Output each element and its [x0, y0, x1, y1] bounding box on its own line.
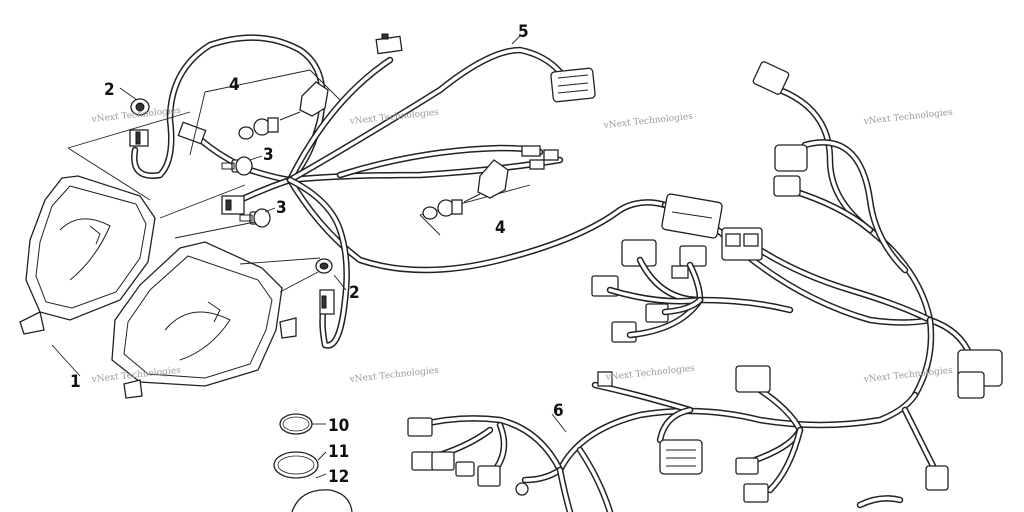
- connectors-top-right: [752, 61, 1003, 399]
- callout-5: 5: [518, 22, 529, 42]
- callout-3: 3: [263, 145, 274, 165]
- watermark: vNext Technologies: [602, 112, 693, 131]
- harness-6-connectors: [407, 365, 949, 503]
- ring-10: [279, 413, 313, 435]
- leader-lines: [51, 87, 321, 377]
- right-upper-harness: [661, 86, 974, 399]
- callout-1: 1: [70, 372, 81, 392]
- callout-4: 4: [229, 75, 240, 95]
- headlight-right: [111, 241, 297, 399]
- callout-2: 2: [349, 283, 360, 303]
- callout-4: 4: [495, 218, 506, 238]
- ring-leaders: [312, 423, 327, 479]
- callout-leaders: [249, 35, 567, 433]
- part-2-upper: [129, 98, 150, 147]
- connector-5: [550, 67, 596, 103]
- ring-11: [273, 451, 319, 479]
- watermark: vNext Technologies: [862, 108, 953, 127]
- callout-12: 12: [328, 467, 349, 487]
- ring-12: [291, 489, 353, 512]
- callout-10: 10: [328, 416, 349, 436]
- connector-left-small: [177, 121, 245, 215]
- terminal-pair: [521, 145, 559, 170]
- connector-cluster-mid: [591, 227, 763, 343]
- part-4-lower: [419, 159, 531, 236]
- connector-top-left: [375, 33, 403, 55]
- callout-3: 3: [276, 198, 287, 218]
- watermark: vNext Technologies: [604, 364, 695, 383]
- cluster-wires: [606, 256, 794, 339]
- ecu-connector: [661, 193, 723, 239]
- part-2-lower: [315, 258, 335, 315]
- watermark: vNext Technologies: [348, 366, 439, 385]
- headlight-left: [19, 175, 156, 335]
- part-4-upper: [189, 69, 341, 156]
- callout-numbers: 1 2 2 3 3 4 4 5 6 10 11 12: [70, 22, 564, 487]
- watermark: vNext Technologies: [348, 108, 439, 127]
- callout-2: 2: [104, 80, 115, 100]
- bulb-3-upper: [221, 156, 253, 176]
- watermark: vNext Technologies: [862, 366, 953, 385]
- callout-6: 6: [553, 401, 564, 421]
- headlight-harness: [131, 34, 669, 349]
- callout-11: 11: [328, 442, 349, 462]
- bulb-3-lower: [239, 208, 271, 228]
